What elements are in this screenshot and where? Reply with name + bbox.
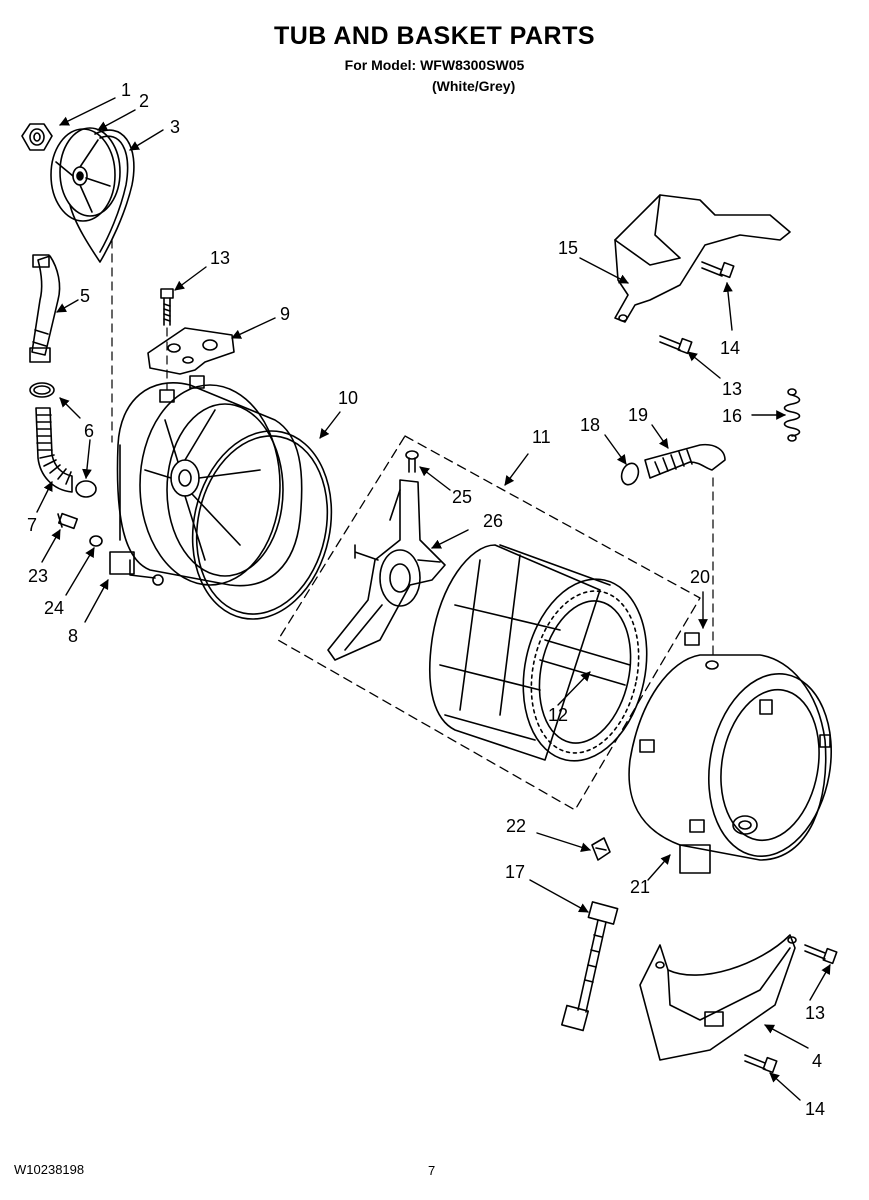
clamp-part-6-lower	[75, 480, 97, 498]
callout-7: 7	[27, 515, 37, 535]
callout-21: 21	[630, 877, 650, 897]
page-title: TUB AND BASKET PARTS	[273, 22, 596, 50]
bolt-part-13-top	[160, 288, 174, 326]
basket-assembly-outline-part-11	[277, 435, 701, 811]
callout-25: 25	[452, 487, 472, 507]
clamp-part-18	[620, 462, 640, 486]
tub-bracket-part-15	[614, 194, 791, 323]
callout-26: 26	[483, 511, 503, 531]
callout-14-top: 14	[720, 338, 740, 358]
screw-part-25	[405, 450, 419, 473]
belt-part-3	[69, 129, 135, 263]
callout-22: 22	[506, 816, 526, 836]
bolt-part-13-bottom	[804, 944, 838, 965]
model-line: For Model: WFW8300SW05	[344, 57, 525, 73]
callout-1: 1	[121, 80, 131, 100]
washer-part-24	[89, 535, 103, 547]
clamp-part-6-upper	[29, 382, 55, 398]
callout-15: 15	[558, 238, 578, 258]
color-line: (White/Grey)	[432, 78, 516, 94]
clip-part-22	[591, 837, 611, 861]
rear-tub-part-8	[109, 375, 303, 587]
hose-part-5	[29, 254, 61, 363]
callout-6: 6	[84, 421, 94, 441]
callout-5: 5	[80, 286, 90, 306]
callout-9: 9	[280, 304, 290, 324]
lower-bracket-part-4	[639, 934, 797, 1061]
nut-part-1	[21, 123, 53, 151]
callout-12: 12	[548, 705, 568, 725]
pulley-part-2	[50, 127, 121, 222]
alignment-lines	[111, 239, 714, 656]
clip-part-20	[684, 632, 700, 646]
callout-13-top: 13	[210, 248, 230, 268]
bracket-part-9	[147, 327, 235, 375]
bolt-part-14-bottom	[744, 1054, 778, 1074]
front-tub-part-21	[628, 654, 833, 874]
corrugated-hose-part-7	[35, 407, 73, 493]
callout-numbers: 1 2 3 5 13 9 10 6 7 23 24 8 11 25 26 12 …	[27, 80, 825, 1119]
bolt-part-14-top	[701, 261, 735, 279]
callout-leaders	[36, 97, 831, 1101]
callout-13-bottom: 13	[805, 1003, 825, 1023]
callout-14-bottom: 14	[805, 1099, 825, 1119]
hose-part-19	[644, 443, 726, 479]
pin-part-23	[57, 512, 79, 530]
callout-11: 11	[532, 427, 551, 447]
callout-10: 10	[338, 388, 358, 408]
callout-18: 18	[580, 415, 600, 435]
spider-part-26	[327, 479, 446, 661]
basket-drum-part-12	[429, 544, 648, 762]
page-number: 7	[428, 1163, 436, 1178]
spring-part-16	[783, 388, 801, 442]
gasket-ring-part-10	[191, 430, 333, 620]
callout-23: 23	[28, 566, 48, 586]
callout-20: 20	[690, 567, 710, 587]
callout-16: 16	[722, 406, 742, 426]
callout-19: 19	[628, 405, 648, 425]
callout-4: 4	[812, 1051, 822, 1071]
callout-2: 2	[139, 91, 149, 111]
callout-24: 24	[44, 598, 64, 618]
shock-absorber-part-17	[560, 901, 619, 1032]
callout-8: 8	[68, 626, 78, 646]
document-number: W10238198	[14, 1162, 85, 1177]
callout-13-middle: 13	[722, 379, 742, 399]
callout-17: 17	[505, 862, 525, 882]
callout-3: 3	[170, 117, 180, 137]
bolt-part-13-middle	[659, 335, 693, 355]
